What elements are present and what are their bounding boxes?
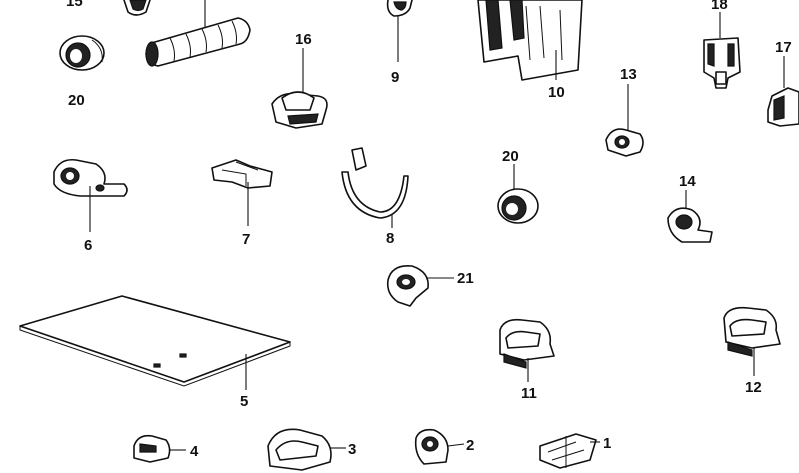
part-11-clip bbox=[499, 318, 555, 382]
part-20-grommet-top bbox=[59, 35, 105, 71]
label-1: 1 bbox=[603, 435, 611, 452]
part-10-bracket bbox=[477, 0, 583, 81]
label-6: 6 bbox=[84, 237, 92, 254]
part-15-clip bbox=[123, 0, 151, 16]
part-1-clip bbox=[539, 433, 600, 469]
label-15: 15 bbox=[66, 0, 83, 10]
label-13: 13 bbox=[620, 66, 637, 83]
label-9: 9 bbox=[391, 69, 399, 86]
label-3: 3 bbox=[348, 441, 356, 458]
part-17-clip bbox=[767, 56, 799, 127]
part-20-grommet-mid bbox=[497, 164, 539, 224]
label-16: 16 bbox=[295, 31, 312, 48]
label-5: 5 bbox=[240, 393, 248, 410]
label-2: 2 bbox=[466, 437, 474, 454]
part-2-clip bbox=[414, 428, 465, 465]
label-7: 7 bbox=[242, 231, 250, 248]
label-10: 10 bbox=[548, 84, 565, 101]
part-7-clip bbox=[211, 159, 273, 226]
part-21-clip bbox=[386, 264, 454, 307]
label-12: 12 bbox=[745, 379, 762, 396]
label-8: 8 bbox=[386, 230, 394, 247]
part-9-clip bbox=[386, 0, 413, 62]
part-12-clip bbox=[723, 306, 781, 376]
part-4-clip bbox=[133, 434, 186, 463]
label-4: 4 bbox=[190, 443, 199, 460]
label-11: 11 bbox=[521, 385, 537, 402]
part-14-clip bbox=[667, 190, 713, 243]
label-17: 17 bbox=[775, 39, 792, 56]
part-8-strap bbox=[341, 147, 409, 228]
part-16-clip bbox=[271, 48, 328, 129]
part-tube bbox=[145, 0, 251, 67]
label-20-mid: 20 bbox=[502, 148, 519, 165]
label-21: 21 bbox=[457, 270, 474, 287]
part-5-plate bbox=[19, 295, 291, 390]
part-13-clip bbox=[605, 84, 644, 157]
label-18: 18 bbox=[711, 0, 728, 13]
part-6-clip bbox=[53, 158, 128, 232]
part-18-clip bbox=[703, 12, 741, 89]
part-3-clip bbox=[267, 428, 346, 471]
label-20-top: 20 bbox=[68, 92, 85, 109]
label-14: 14 bbox=[679, 173, 696, 190]
